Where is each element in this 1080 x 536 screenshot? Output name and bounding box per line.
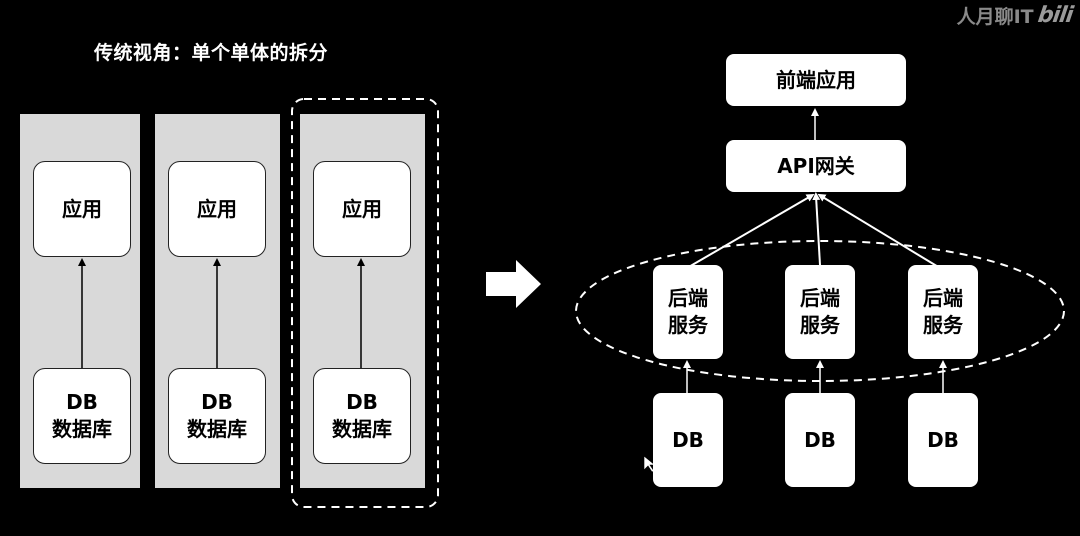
frontend-app-box: 前端应用 xyxy=(726,54,906,106)
backend-service-label: 后端 服务 xyxy=(800,286,840,337)
app-box-3: 应用 xyxy=(313,161,411,257)
db-box-2: DB 数据库 xyxy=(168,368,266,464)
backend-service-box-2: 后端 服务 xyxy=(785,265,855,359)
app-box-2: 应用 xyxy=(168,161,266,257)
service-db-box-2: DB xyxy=(785,393,855,487)
watermark-text: 人月聊IT xyxy=(956,5,1034,28)
app-box-label: 应用 xyxy=(342,196,382,221)
dashed-selection-frame xyxy=(291,98,439,508)
db-box-label: DB 数据库 xyxy=(187,390,247,441)
arrow-service3-to-gateway xyxy=(817,193,941,269)
api-gateway-label: API网关 xyxy=(777,153,855,178)
db-box-label: DB 数据库 xyxy=(332,390,392,441)
backend-service-label: 后端 服务 xyxy=(668,286,708,337)
service-db-label: DB xyxy=(927,427,959,452)
api-gateway-box: API网关 xyxy=(726,140,906,192)
app-box-1: 应用 xyxy=(33,161,131,257)
services-group-ellipse xyxy=(575,240,1065,382)
backend-service-box-3: 后端 服务 xyxy=(908,265,978,359)
service-db-box-3: DB xyxy=(908,393,978,487)
db-box-1: DB 数据库 xyxy=(33,368,131,464)
db-box-label: DB 数据库 xyxy=(52,390,112,441)
watermark: 人月聊IT bili xyxy=(956,0,1074,30)
diagram-title: 传统视角：单个单体的拆分 xyxy=(94,42,329,64)
app-box-label: 应用 xyxy=(62,196,102,221)
service-db-box-1: DB xyxy=(653,393,723,487)
arrow-service2-to-gateway xyxy=(812,192,821,266)
service-db-label: DB xyxy=(672,427,704,452)
frontend-app-label: 前端应用 xyxy=(776,67,856,92)
backend-service-label: 后端 服务 xyxy=(923,286,963,337)
app-box-label: 应用 xyxy=(197,196,237,221)
backend-service-box-1: 后端 服务 xyxy=(653,265,723,359)
service-db-label: DB xyxy=(804,427,836,452)
transition-arrow-icon xyxy=(486,260,541,308)
db-box-3: DB 数据库 xyxy=(313,368,411,464)
arrow-service1-to-gateway xyxy=(686,193,815,269)
